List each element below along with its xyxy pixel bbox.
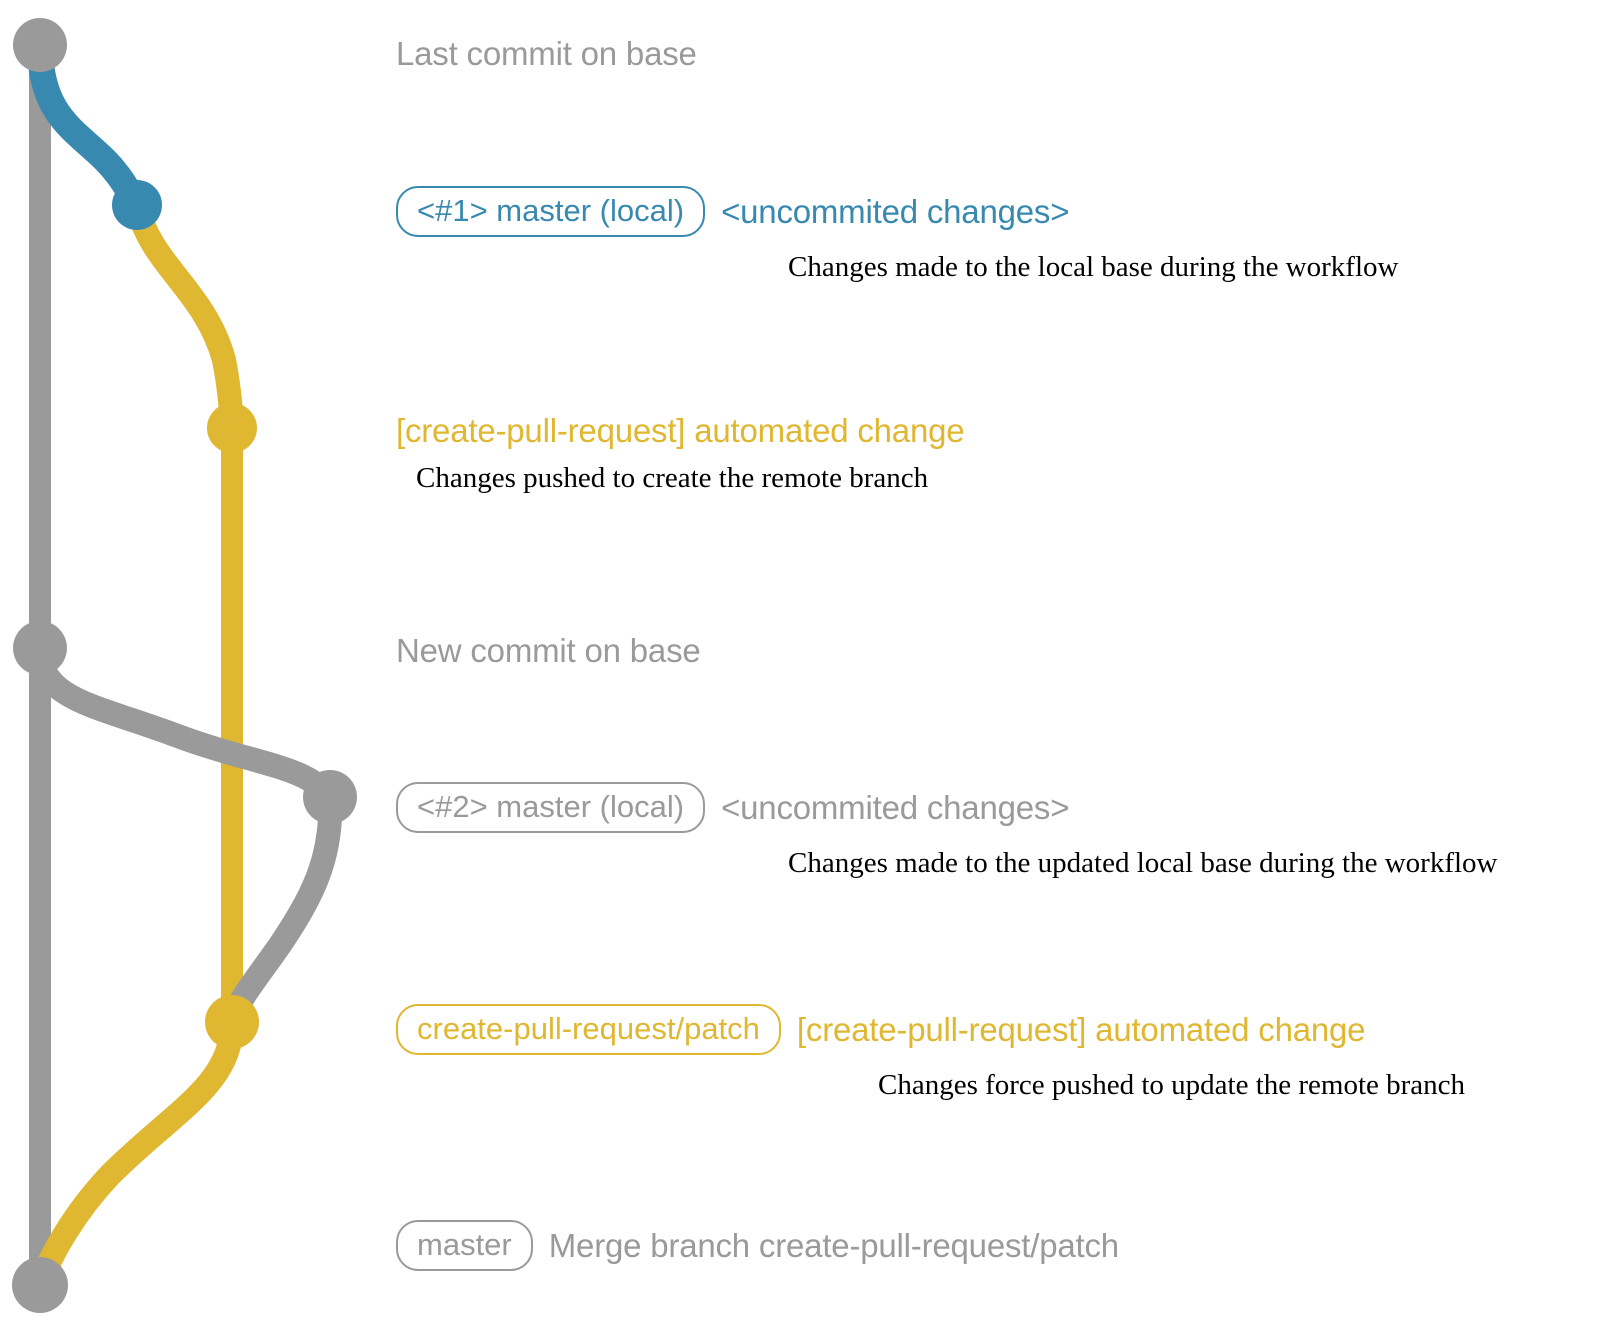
row-automated-change-2: create-pull-request/patch [create-pull-r…	[396, 1004, 1465, 1102]
node-base-top	[13, 18, 67, 72]
row-master-local-2: <#2> master (local) <uncommited changes>…	[396, 782, 1498, 880]
row-new-commit-on-base: New commit on base	[396, 632, 701, 670]
description-master-local-1: Changes made to the local base during th…	[788, 251, 1399, 283]
edge-base-to-local-1	[27, 32, 150, 218]
row-automated-change-1-top: [create-pull-request] automated change	[396, 412, 965, 450]
description-automated-change-2: Changes force pushed to update the remot…	[878, 1069, 1466, 1101]
node-merge-master	[12, 1257, 68, 1313]
edge-local-1-to-patch-1	[125, 193, 244, 440]
headline-uncommited-changes-1: <uncommited changes>	[721, 192, 1070, 230]
chip-master[interactable]: master	[396, 1220, 533, 1271]
row-master-local-1-top: <#1> master (local) <uncommited changes>	[396, 186, 1398, 237]
node-patch-1	[207, 403, 257, 453]
headline-uncommited-changes-2: <uncommited changes>	[721, 788, 1070, 826]
row-master-local-2-top: <#2> master (local) <uncommited changes>	[396, 782, 1498, 833]
row-last-commit-on-base: Last commit on base	[396, 35, 697, 73]
headline-automated-change-1: [create-pull-request] automated change	[396, 412, 965, 449]
description-master-local-2-wrap: Changes made to the updated local base d…	[788, 847, 1498, 880]
row-merge-commit: master Merge branch create-pull-request/…	[396, 1220, 1119, 1271]
description-automated-change-1-wrap: Changes pushed to create the remote bran…	[416, 462, 964, 495]
git-commit-graph	[12, 18, 357, 1313]
edge-base-to-local-2	[28, 636, 342, 809]
row-automated-change-2-top: create-pull-request/patch [create-pull-r…	[396, 1004, 1465, 1055]
node-patch-2	[205, 995, 259, 1049]
row-automated-change-1: [create-pull-request] automated change C…	[396, 412, 965, 495]
description-automated-change-1: Changes pushed to create the remote bran…	[416, 462, 929, 494]
headline-last-commit-on-base: Last commit on base	[396, 35, 697, 72]
node-local-2	[303, 770, 357, 824]
node-base-new	[13, 621, 67, 675]
description-master-local-2: Changes made to the updated local base d…	[788, 847, 1498, 879]
row-master-local-1: <#1> master (local) <uncommited changes>…	[396, 186, 1398, 284]
node-local-1	[112, 180, 162, 230]
chip-create-pull-request-patch[interactable]: create-pull-request/patch	[396, 1004, 781, 1055]
headline-automated-change-2: [create-pull-request] automated change	[796, 1010, 1366, 1048]
edge-patch-2-to-merge	[28, 1010, 244, 1297]
description-master-local-1-wrap: Changes made to the local base during th…	[788, 251, 1398, 284]
description-automated-change-2-wrap: Changes force pushed to update the remot…	[878, 1069, 1465, 1102]
headline-new-commit-on-base: New commit on base	[396, 632, 701, 669]
chip-master-local-1[interactable]: <#1> master (local)	[396, 186, 706, 237]
edge-local-2-to-patch-2	[220, 785, 343, 1034]
chip-master-local-2[interactable]: <#2> master (local)	[396, 782, 706, 833]
headline-merge-branch: Merge branch create-pull-request/patch	[548, 1226, 1119, 1264]
